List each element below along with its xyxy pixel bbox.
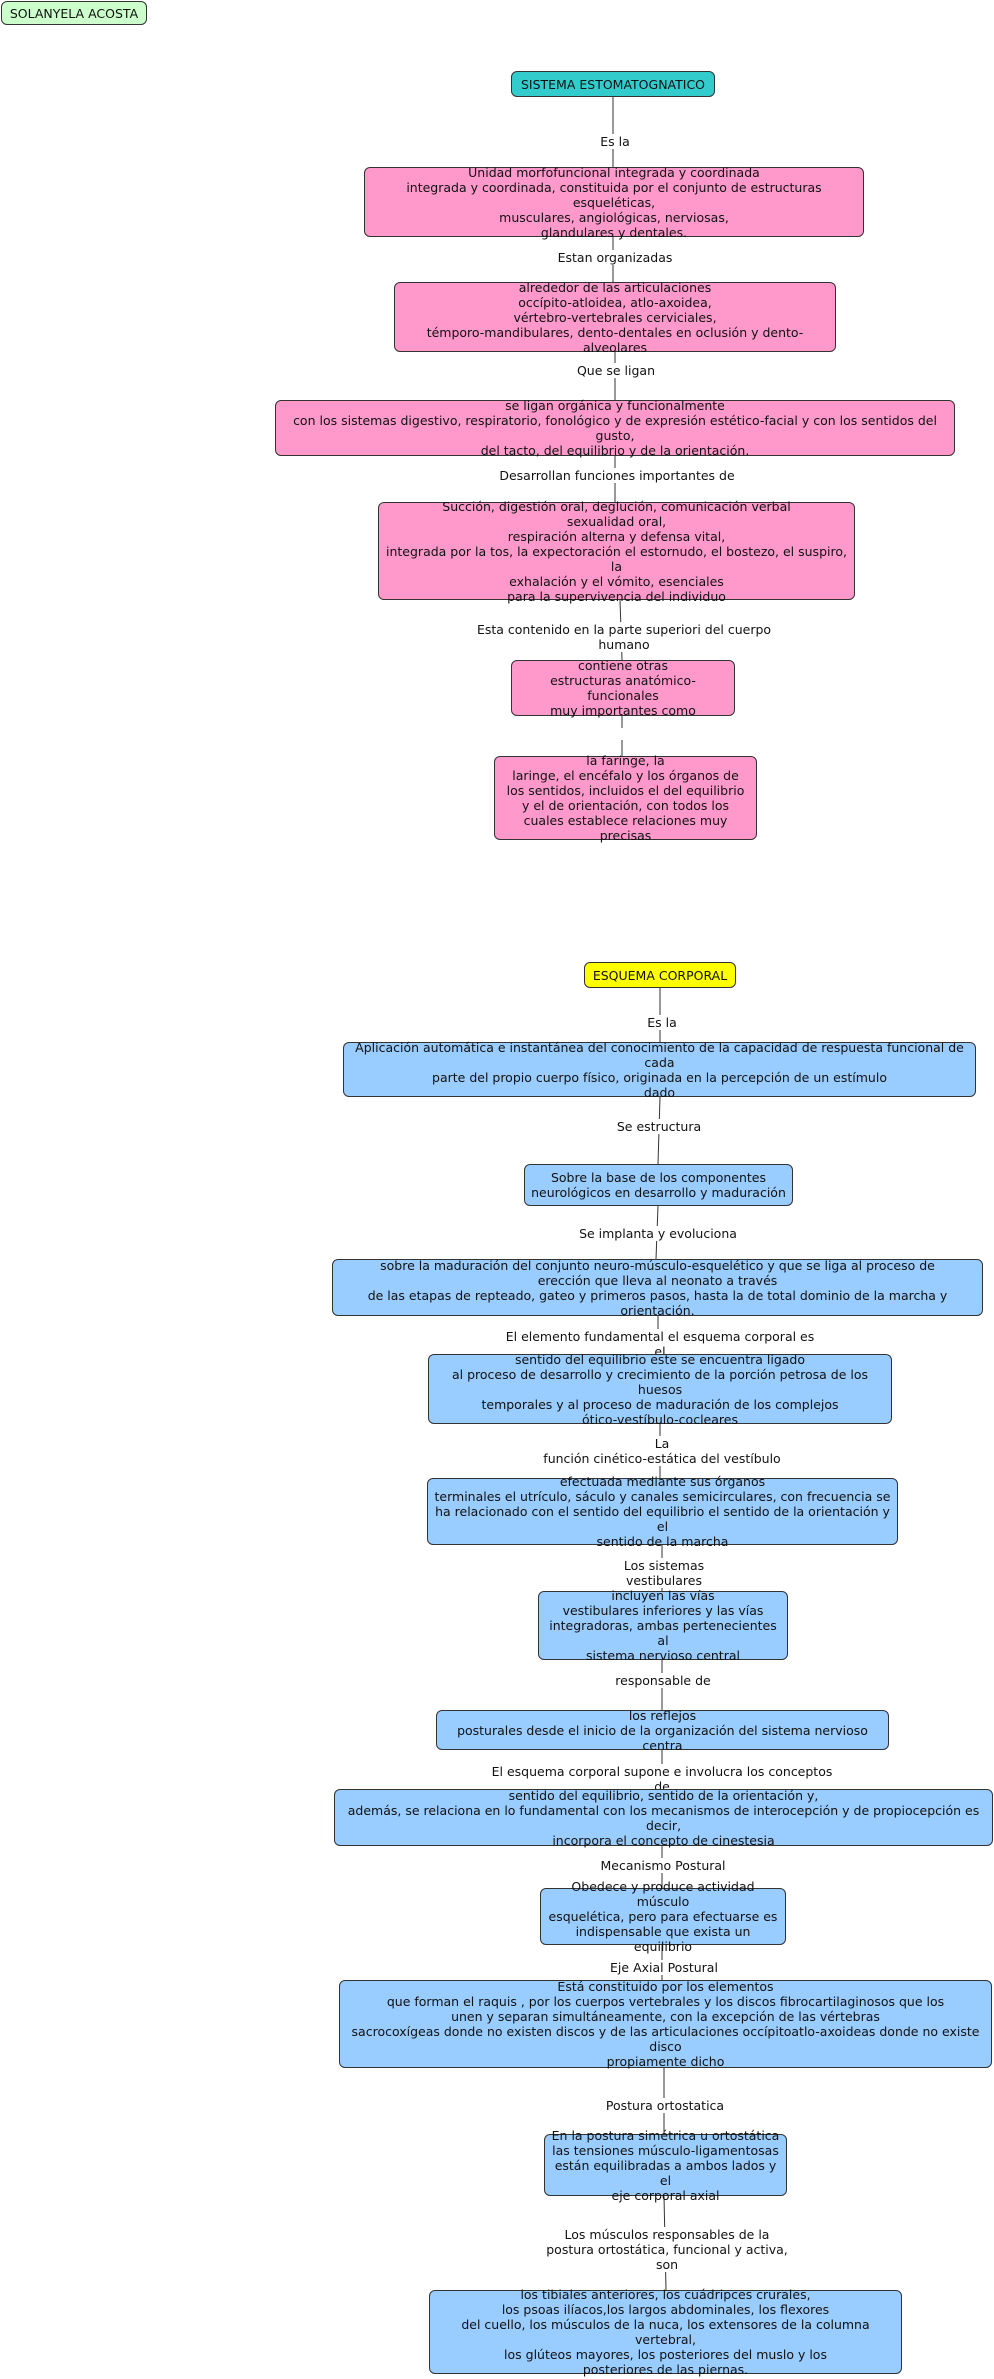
concept-title-esquema-corporal[interactable]: ESQUEMA CORPORAL xyxy=(584,962,736,988)
concept-node[interactable]: los tibiales anteriores, los cuádripces … xyxy=(429,2287,902,2377)
link-label: Eje Axial Postural xyxy=(606,1960,722,1975)
concept-node[interactable]: Aplicación automática e instantánea del … xyxy=(343,1040,976,1100)
concept-node[interactable]: Está constituido por los elementos que f… xyxy=(339,1979,992,2069)
link-label: Que se ligan xyxy=(566,363,666,378)
link-label: responsable de xyxy=(613,1673,713,1688)
link-label: Se implanta y evoluciona xyxy=(574,1226,742,1241)
author-badge[interactable]: SOLANYELA ACOSTA xyxy=(1,1,147,25)
concept-node[interactable]: Unidad morfofuncional integrada y coordi… xyxy=(364,165,864,240)
link-label: Es la xyxy=(593,134,637,149)
concept-node[interactable]: Obedece y produce actividad músculo esqu… xyxy=(540,1879,786,1954)
link-label: Postura ortostatica xyxy=(602,2098,728,2113)
concept-node[interactable]: Succión, digestión oral, deglución, comu… xyxy=(378,499,855,604)
link-label: Se estructura xyxy=(612,1119,706,1134)
concept-node[interactable]: efectuada mediante sus órganos terminale… xyxy=(427,1474,898,1549)
link-label: Los músculos responsables de la postura … xyxy=(532,2227,802,2272)
link-label: Estan organizadas xyxy=(551,250,679,265)
concept-node[interactable]: los reflejos posturales desde el inicio … xyxy=(436,1708,889,1753)
concept-node[interactable]: se ligan orgánica y funcionalmente con l… xyxy=(275,398,955,458)
link-label: Es la xyxy=(640,1015,684,1030)
concept-node[interactable]: sentido del equilibrio este se encuentra… xyxy=(428,1352,892,1427)
concept-node[interactable]: la faringe, la laringe, el encéfalo y lo… xyxy=(494,753,757,843)
concept-node[interactable]: alrededor de las articulaciones occípito… xyxy=(394,280,836,355)
link-label: Esta contenido en la parte superiori del… xyxy=(450,622,798,652)
link-label: La función cinético-estática del vestíbu… xyxy=(540,1436,784,1466)
concept-node[interactable]: Sobre la base de los componentes neuroló… xyxy=(524,1164,793,1206)
concept-title-sistema-estomatognatico[interactable]: SISTEMA ESTOMATOGNATICO xyxy=(511,71,715,97)
concept-node[interactable]: incluyen las vías vestibulares inferiore… xyxy=(538,1588,788,1663)
concept-node[interactable]: sentido del equilibrio, sentido de la or… xyxy=(334,1788,993,1848)
concept-node[interactable]: En la postura simétrica u ortostática la… xyxy=(544,2128,787,2203)
concept-node[interactable]: sobre la maduración del conjunto neuro-m… xyxy=(332,1258,983,1318)
concept-node[interactable]: contiene otras estructuras anatómico-fun… xyxy=(511,658,735,718)
link-label: Mecanismo Postural xyxy=(598,1858,728,1873)
link-label: Desarrollan funciones importantes de xyxy=(495,468,739,483)
link-label: Los sistemas vestibulares xyxy=(584,1558,744,1588)
